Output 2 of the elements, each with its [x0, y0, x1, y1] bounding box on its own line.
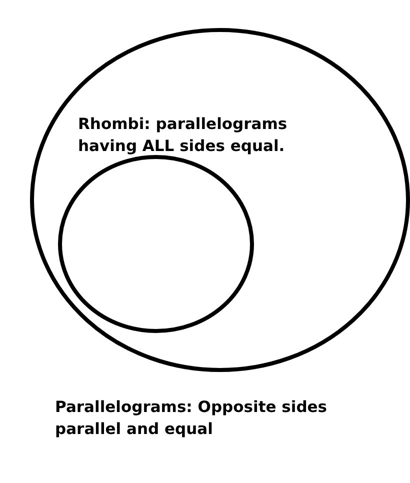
set-label: Rhombi: parallelograms having ALL sides equal.: [78, 114, 288, 157]
set-label: Parallelograms: Opposite sides parallel and equal: [55, 397, 328, 440]
